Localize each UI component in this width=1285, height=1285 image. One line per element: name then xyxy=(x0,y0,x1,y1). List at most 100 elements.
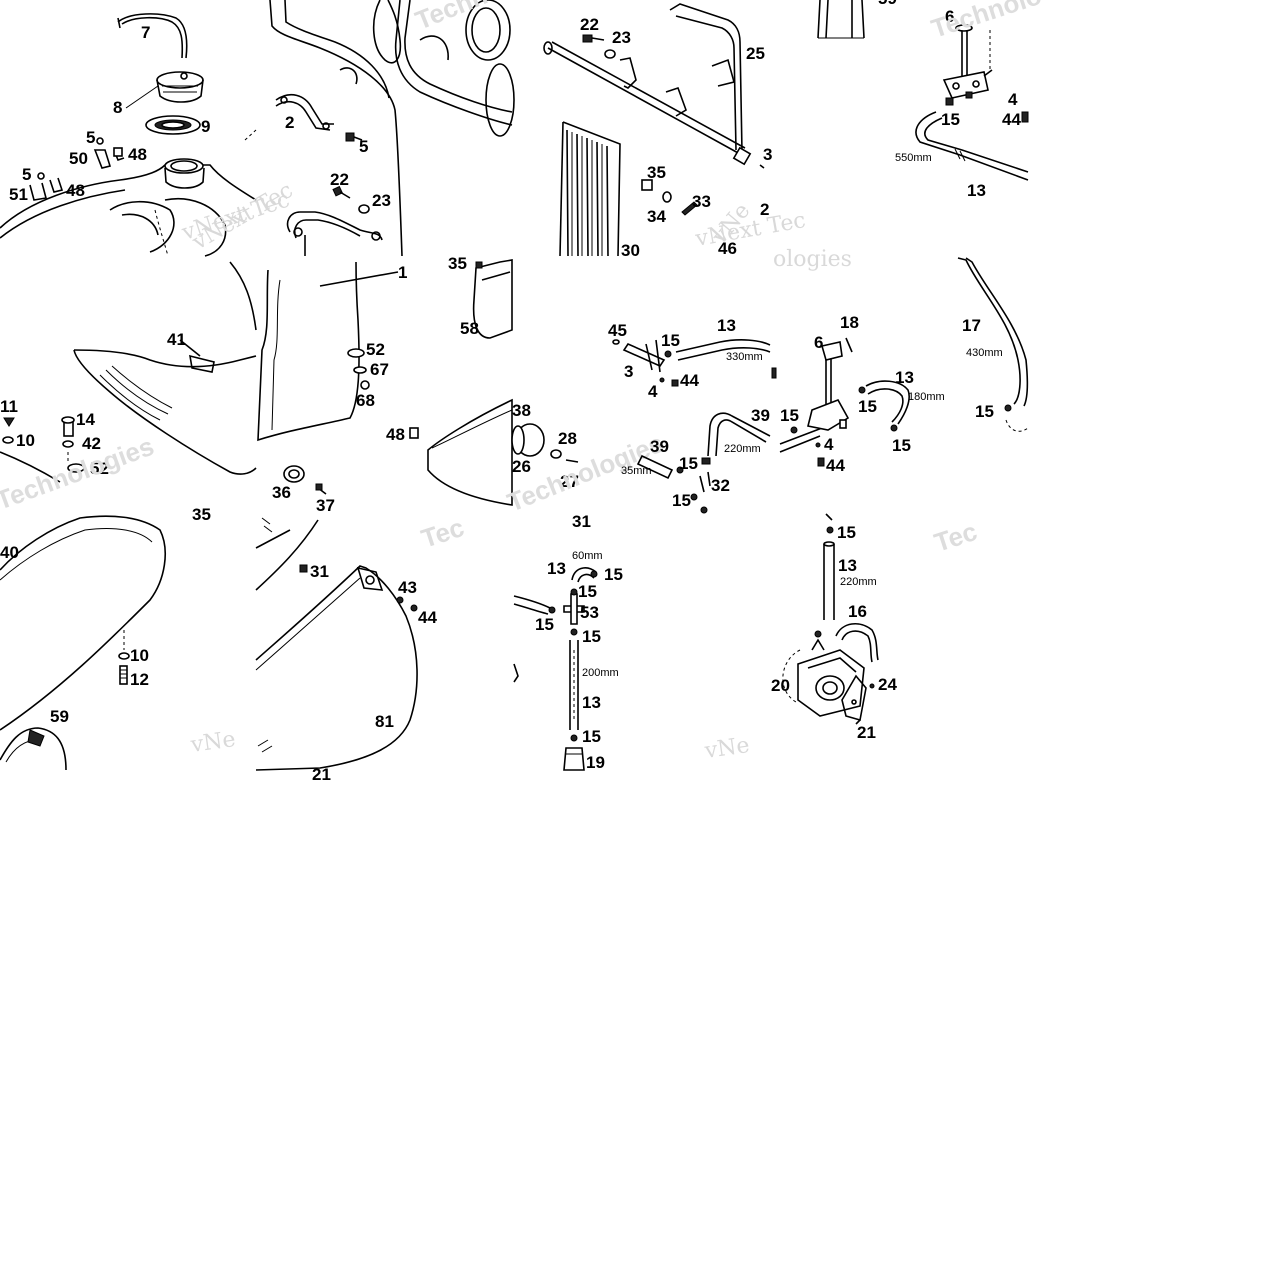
callout-44d: 44 xyxy=(418,608,437,627)
callout-9: 9 xyxy=(201,117,210,136)
callout-19: 19 xyxy=(586,753,605,772)
fuel-valve xyxy=(961,27,968,79)
callout-8: 8 xyxy=(113,98,122,117)
tile-valve-hoses: 45 15 13 3 4 44 39 15 39 15 32 330mm 220… xyxy=(608,316,777,514)
tile-frame-front: 2 5 22 23 Technolo xyxy=(269,0,528,257)
tank-cover xyxy=(73,349,257,368)
watermark-10: vNe xyxy=(188,727,237,758)
callout-59b: 59 xyxy=(50,707,69,726)
callout-15d: 15 xyxy=(672,491,691,510)
callout-32: 32 xyxy=(711,476,730,495)
callout-15f: 15 xyxy=(858,397,877,416)
callout-30: 30 xyxy=(621,241,640,260)
seat-40 xyxy=(0,515,166,731)
watermark-13: Tec xyxy=(931,516,981,558)
hose-39-35 xyxy=(636,454,674,480)
callout-16: 16 xyxy=(848,602,867,621)
callout-21b: 21 xyxy=(857,723,876,742)
callout-51: 51 xyxy=(9,185,28,204)
callout-21: 21 xyxy=(312,765,331,784)
watermark-6: ologies xyxy=(773,247,852,272)
callout-5c: 5 xyxy=(359,137,368,156)
callout-15m: 15 xyxy=(582,727,601,746)
callout-13b: 13 xyxy=(717,316,736,335)
callout-39b: 39 xyxy=(650,437,669,456)
dim-220mm: 220mm xyxy=(724,443,761,455)
callout-24: 24 xyxy=(878,675,897,694)
callout-23: 23 xyxy=(372,191,391,210)
callout-6b: 6 xyxy=(814,333,823,352)
callout-2b: 2 xyxy=(760,200,769,219)
tile-hose-right: 17 15 430mm xyxy=(957,257,1029,432)
dim-60mm: 60mm xyxy=(572,550,603,562)
callout-11: 11 xyxy=(0,397,18,416)
fuel-pump-20 xyxy=(797,649,865,717)
callout-20: 20 xyxy=(771,676,790,695)
radiator xyxy=(562,121,621,257)
callout-37: 37 xyxy=(316,496,335,515)
callout-13: 13 xyxy=(967,181,986,200)
callout-15k: 15 xyxy=(535,615,554,634)
callout-31b: 31 xyxy=(310,562,329,581)
callout-3: 3 xyxy=(763,145,772,164)
callout-13e: 13 xyxy=(582,693,601,712)
bracket-22 xyxy=(286,211,383,241)
hose-13-200 xyxy=(569,640,579,730)
tile-tank-side: 1 52 67 68 35 58 48 38 36 37 26 28 27 31… xyxy=(257,254,668,531)
callout-58: 58 xyxy=(460,319,479,338)
callout-35c: 35 xyxy=(192,505,211,524)
callout-15e: 15 xyxy=(780,406,799,425)
hose-13-60 xyxy=(571,567,597,581)
dim-200mm: 200mm xyxy=(582,667,619,679)
fuel-tank-outline xyxy=(0,164,257,229)
bracket-2 xyxy=(275,93,334,125)
callout-81: 81 xyxy=(375,712,394,731)
callout-23b: 23 xyxy=(612,28,631,47)
callout-17: 17 xyxy=(962,316,981,335)
callout-3b: 3 xyxy=(624,362,633,381)
tile-seat-tank: 41 11 10 14 42 52 Technologies vNext Tec xyxy=(0,178,297,516)
tile-filter-line: 13 15 15 53 15 15 13 15 19 60mm 200mm vN… xyxy=(513,550,751,772)
callout-42: 42 xyxy=(82,434,101,453)
callout-7: 7 xyxy=(141,23,150,42)
fuel-filter-19 xyxy=(563,747,585,771)
hose-13-550 xyxy=(915,111,1029,181)
callout-15n: 15 xyxy=(837,523,856,542)
frame-crossbar xyxy=(547,47,741,155)
watermark-12: vNe xyxy=(702,733,751,764)
callout-52: 52 xyxy=(90,459,109,478)
callout-6: 6 xyxy=(945,7,954,26)
callout-27: 27 xyxy=(560,472,579,491)
side-cover-81 xyxy=(255,565,418,771)
callout-10b: 10 xyxy=(130,646,149,665)
callout-48: 48 xyxy=(128,145,147,164)
callout-35: 35 xyxy=(647,163,666,182)
callout-4b: 4 xyxy=(648,382,658,401)
callout-50: 50 xyxy=(69,149,88,168)
dim-330mm: 330mm xyxy=(726,351,763,363)
callout-15: 15 xyxy=(941,110,960,129)
hose-17-430 xyxy=(957,257,1021,405)
callout-59: 59 xyxy=(878,0,897,8)
dim-220mm-b: 220mm xyxy=(840,576,877,588)
callout-12: 12 xyxy=(130,670,149,689)
callout-44c: 44 xyxy=(826,456,845,475)
tile-valve-alt: 18 6 13 15 15 15 4 44 180mm xyxy=(779,313,945,475)
callout-39: 39 xyxy=(751,406,770,425)
fuel-tank-side xyxy=(257,261,360,442)
callout-34: 34 xyxy=(647,207,666,226)
callout-25: 25 xyxy=(746,44,765,63)
callout-48b: 48 xyxy=(66,181,85,200)
callout-4c: 4 xyxy=(824,435,834,454)
callout-28: 28 xyxy=(558,429,577,448)
callout-18: 18 xyxy=(840,313,859,332)
callout-46: 46 xyxy=(718,239,737,258)
hose-16 xyxy=(835,623,879,661)
callout-13c: 13 xyxy=(895,368,914,387)
callout-53: 53 xyxy=(580,603,599,622)
callout-43: 43 xyxy=(398,578,417,597)
callout-15i: 15 xyxy=(604,565,623,584)
callout-15h: 15 xyxy=(975,402,994,421)
